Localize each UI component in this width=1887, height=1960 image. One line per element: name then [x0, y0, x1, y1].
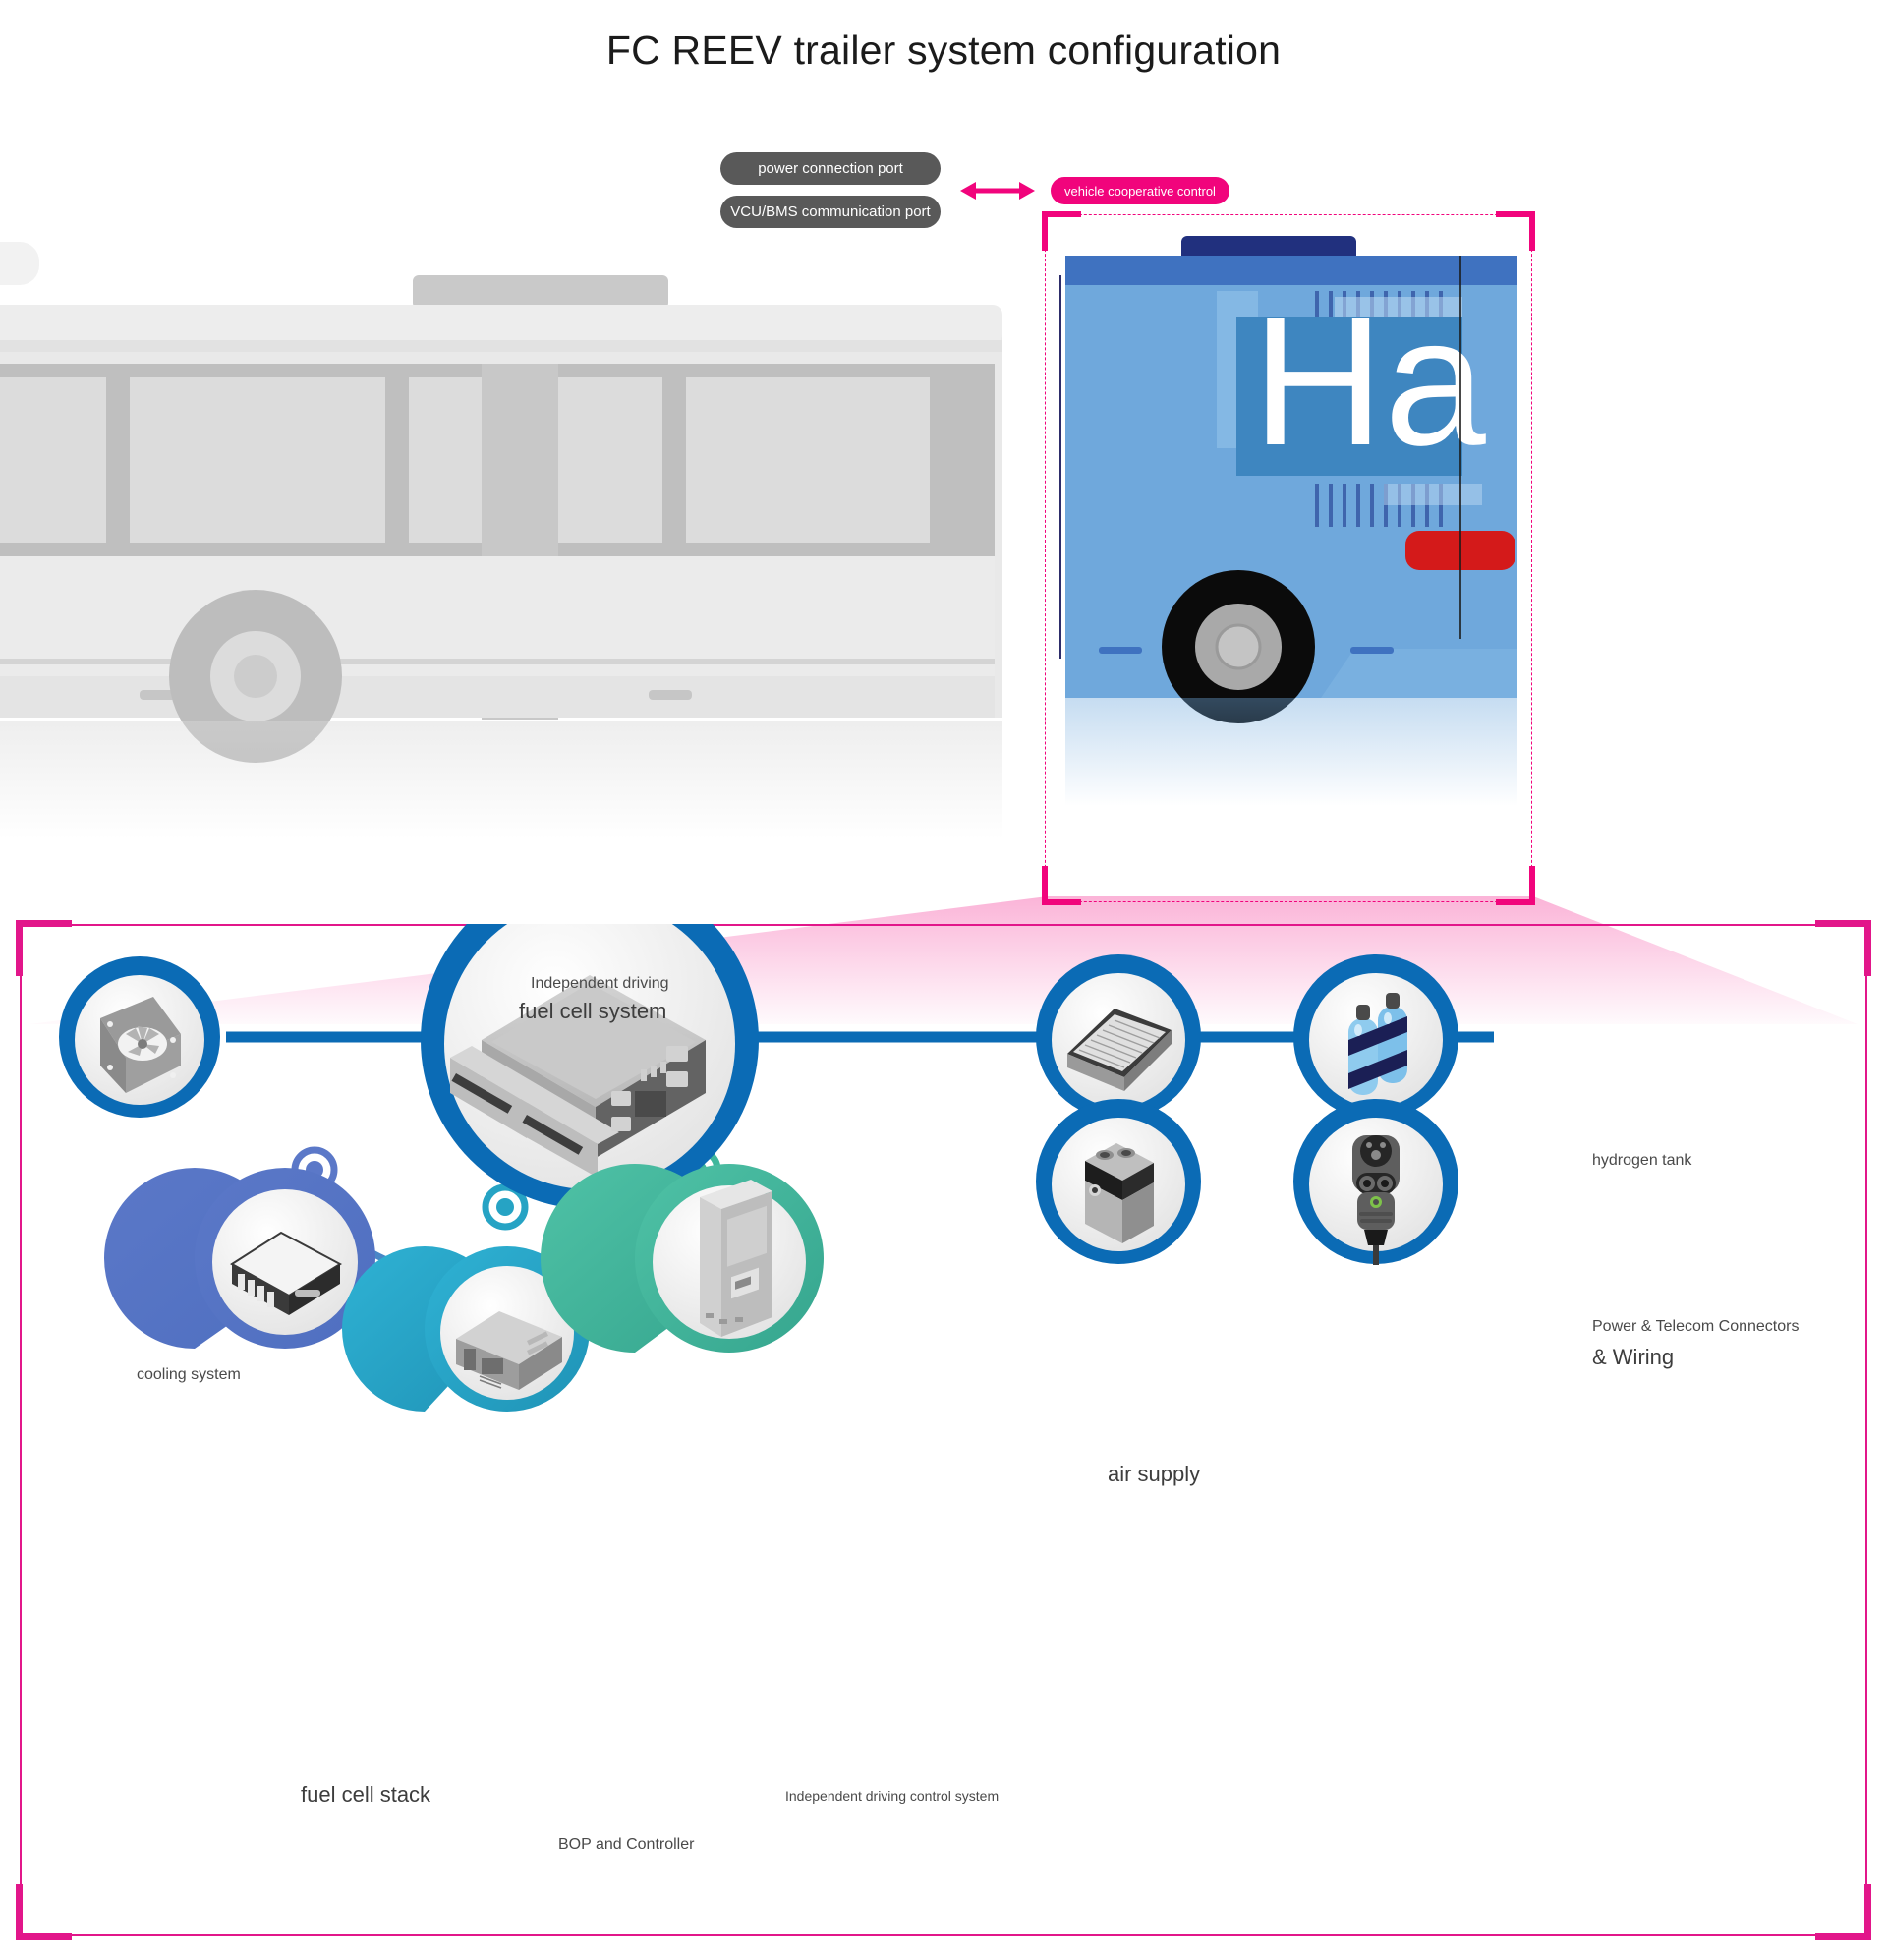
charging-connector-icon: [1352, 1135, 1400, 1265]
fuel-cell-module-icon: [450, 975, 706, 1178]
node-cooling-system[interactable]: [59, 956, 220, 1118]
node-air-filter[interactable]: [1036, 954, 1201, 1120]
panel-corner-bottom-right: [1815, 1884, 1871, 1940]
controller-box-icon: [456, 1311, 562, 1390]
detail-panel-frame: [20, 924, 1867, 1936]
selection-corner-top-left: [1042, 211, 1081, 251]
top-scene: power connection port VCU/BMS communicat…: [0, 98, 1887, 1024]
panel-corner-bottom-left: [16, 1884, 72, 1940]
tractor-bus-illustration: [0, 242, 1002, 839]
label-power-telecom-connectors: Power & Telecom Connectors: [1592, 1318, 1800, 1335]
stack-module-icon: [230, 1231, 343, 1315]
label-air-supply: air supply: [1108, 1462, 1201, 1486]
pill-vcu-bms-communication-port[interactable]: VCU/BMS communication port: [720, 196, 941, 228]
node-power-telecom-connectors[interactable]: [1293, 1099, 1458, 1265]
label-bop-and-controller: BOP and Controller: [558, 1836, 695, 1853]
trailer-selection-box: [1042, 211, 1535, 905]
pill-power-connection-port[interactable]: power connection port: [720, 152, 941, 185]
node-fuel-cell-stack[interactable]: [104, 1168, 375, 1349]
label-independent-driving: Independent driving: [531, 975, 669, 992]
label-cooling-system: cooling system: [137, 1366, 241, 1383]
node-hydrogen-tank[interactable]: [1293, 954, 1458, 1120]
hydrogen-cylinders-icon: [1348, 993, 1407, 1095]
system-component-diagram: [59, 924, 1494, 1412]
label-fuel-cell-system: fuel cell system: [519, 999, 667, 1023]
connector-dot: [482, 1183, 529, 1231]
panel-corner-top-left: [16, 920, 72, 976]
label-fuel-cell-stack: fuel cell stack: [301, 1782, 431, 1807]
page-title: FC REEV trailer system configuration: [605, 28, 1282, 73]
node-fuel-cell-system[interactable]: [421, 924, 759, 1209]
air-compressor-icon: [1085, 1143, 1154, 1243]
radiator-fan-icon: [100, 997, 181, 1093]
control-cabinet-icon: [700, 1180, 772, 1337]
label-independent-driving-control-system: Independent driving control system: [785, 1788, 1000, 1804]
node-air-supply[interactable]: [1036, 1099, 1201, 1264]
trailer-badge-text: Ha: [1252, 280, 1486, 484]
selection-corner-top-right: [1496, 211, 1535, 251]
coupling-arrow-icon: [960, 182, 1035, 200]
hydrogen-trailer-illustration: Ha: [1059, 236, 1517, 806]
label-and-wiring: & Wiring: [1592, 1345, 1675, 1369]
node-independent-driving-control-system[interactable]: [541, 1164, 824, 1353]
panel-corner-top-right: [1815, 920, 1871, 976]
air-filter-icon: [1067, 1009, 1172, 1091]
pill-vehicle-cooperative-control[interactable]: vehicle cooperative control: [1051, 177, 1229, 204]
detail-panel: [16, 920, 1871, 1940]
label-hydrogen-tank: hydrogen tank: [1592, 1152, 1692, 1169]
